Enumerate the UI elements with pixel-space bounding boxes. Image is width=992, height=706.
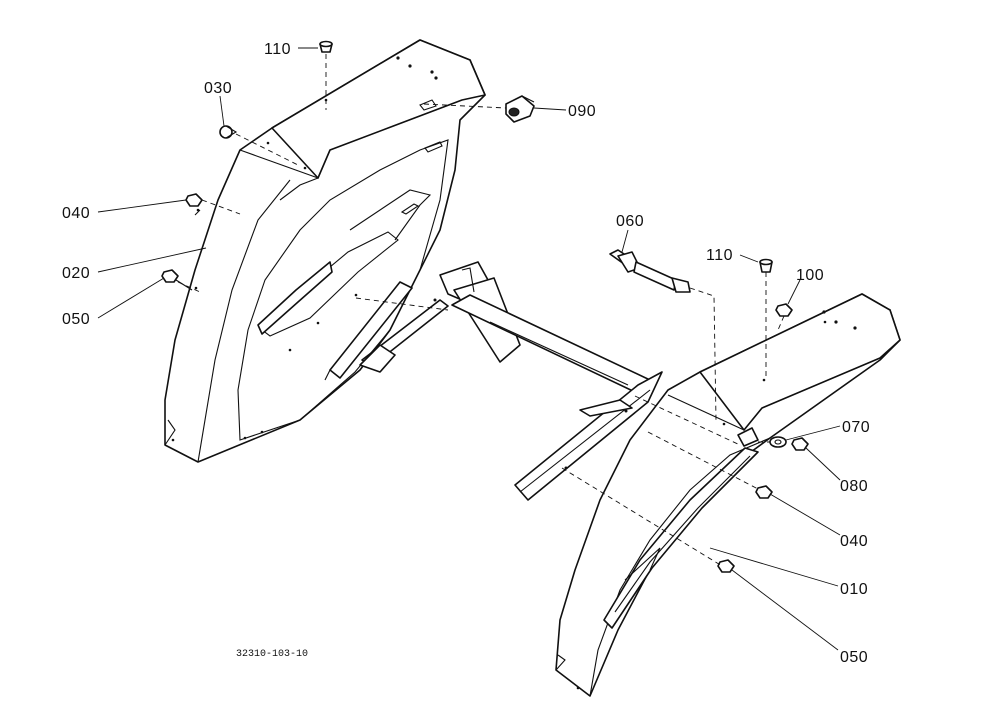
drawing-number: 32310-103-10 [236, 649, 308, 660]
callout-030: 030 [204, 80, 232, 97]
rubber-mount-090 [505, 95, 535, 123]
callout-060: 060 [616, 213, 644, 230]
callout-labels: 110 030 090 040 020 050 060 110 100 070 … [62, 41, 870, 666]
callout-050-right: 050 [840, 649, 868, 666]
washer-070 [769, 436, 787, 448]
nut-040-left [185, 193, 203, 207]
nut-080 [791, 437, 809, 451]
center-brackets [324, 261, 663, 501]
cap-110-right [759, 258, 773, 273]
callout-110-left: 110 [264, 41, 291, 58]
rod-060 [609, 249, 691, 293]
callout-020: 020 [62, 265, 90, 282]
bolt-050-left [161, 269, 193, 291]
callout-040-left: 040 [62, 205, 90, 222]
plug-030 [219, 125, 238, 139]
callout-080: 080 [840, 478, 868, 495]
callout-070: 070 [842, 419, 870, 436]
left-fender [164, 39, 486, 463]
callout-090: 090 [568, 103, 596, 120]
bolt-050-right [717, 559, 735, 573]
assembly-lines [177, 54, 785, 567]
callout-110-right: 110 [706, 247, 733, 264]
callout-100: 100 [796, 267, 824, 284]
cap-110-left [319, 40, 333, 53]
leader-lines [97, 47, 841, 651]
callout-010: 010 [840, 581, 868, 598]
callout-040-right: 040 [840, 533, 868, 550]
nut-040-right [755, 485, 773, 499]
right-fender [555, 293, 901, 697]
nut-100 [775, 303, 793, 317]
callout-050-left: 050 [62, 311, 90, 328]
